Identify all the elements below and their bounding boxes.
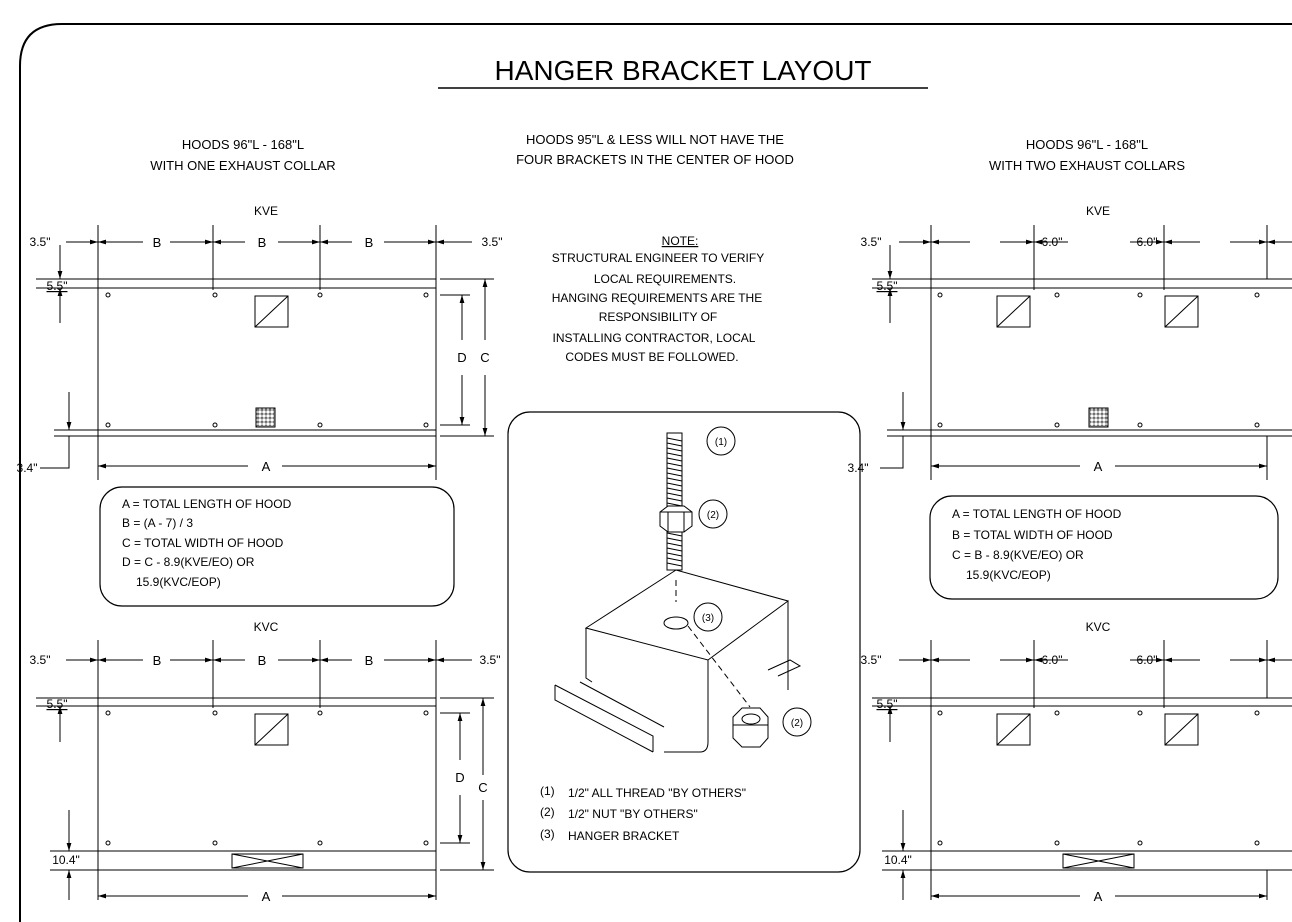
note-heading: NOTE:	[662, 234, 699, 248]
callout-2b: (2)	[791, 718, 803, 729]
right-legend-line-1: A = TOTAL LENGTH OF HOOD	[952, 507, 1122, 521]
left-kvc-dim-3-5-right: 3.5"	[480, 653, 501, 667]
note-line-6: CODES MUST BE FOLLOWED.	[565, 350, 738, 364]
right-kvc-dim-a: A	[1094, 889, 1103, 904]
left-legend-line-3: C = TOTAL WIDTH OF HOOD	[122, 536, 284, 550]
left-caption-line-2: WITH ONE EXHAUST COLLAR	[150, 158, 335, 173]
note-line-5: INSTALLING CONTRACTOR, LOCAL	[553, 331, 756, 345]
callout-3: (3)	[702, 613, 714, 624]
left-kvc-dim-a: A	[262, 889, 271, 904]
right-kvc-dim-5-5: 5.5"	[877, 697, 898, 711]
right-kve-dim-a: A	[1094, 459, 1103, 474]
left-kve-label: KVE	[254, 204, 278, 218]
right-kvc-dim-10-4: 10.4"	[884, 853, 912, 867]
left-kvc-dim-10-4: 10.4"	[52, 853, 80, 867]
parts-item-2-text: 1/2" NUT "BY OTHERS"	[568, 807, 698, 821]
left-kvc-dim-d: D	[455, 770, 464, 785]
note-line-2: LOCAL REQUIREMENTS.	[594, 272, 736, 286]
center-caption-line-1: HOODS 95"L & LESS WILL NOT HAVE THE	[526, 132, 784, 147]
left-kve-dim-b-2: B	[258, 235, 267, 250]
left-kve-dim-3-4: 3.4"	[17, 461, 38, 475]
left-kvc-label: KVC	[254, 620, 279, 634]
center-caption-line-2: FOUR BRACKETS IN THE CENTER OF HOOD	[516, 152, 794, 167]
left-kve-dim-b-3: B	[365, 235, 374, 250]
parts-item-3-num: (3)	[540, 827, 555, 841]
right-kvc-dim-3-5: 3.5"	[861, 653, 882, 667]
left-kve-dim-c: C	[480, 350, 489, 365]
right-kve-dim-3-4: 3.4"	[848, 461, 869, 475]
left-kve-dim-3-5-right: 3.5"	[482, 235, 503, 249]
left-legend-line-2: B = (A - 7) / 3	[122, 516, 193, 530]
left-kvc-dim-3-5-left: 3.5"	[30, 653, 51, 667]
page-title: HANGER BRACKET LAYOUT	[494, 55, 871, 86]
left-kve-dim-5-5: 5.5"	[47, 279, 68, 293]
left-kve-dim-a: A	[262, 459, 271, 474]
note-line-3: HANGING REQUIREMENTS ARE THE	[552, 291, 762, 305]
left-kvc-dim-c: C	[478, 780, 487, 795]
left-kvc-dim-b-1: B	[153, 653, 162, 668]
left-legend-line-1: A = TOTAL LENGTH OF HOOD	[122, 497, 292, 511]
parts-item-3-text: HANGER BRACKET	[568, 829, 680, 843]
right-kve-view	[872, 225, 1292, 480]
right-legend-line-3: C = B - 8.9(KVE/EO) OR	[952, 548, 1084, 562]
callout-1: (1)	[715, 437, 727, 448]
note-line-4: RESPONSIBILITY OF	[599, 310, 717, 324]
right-legend-line-2: B = TOTAL WIDTH OF HOOD	[952, 528, 1113, 542]
right-legend-line-4: 15.9(KVC/EOP)	[966, 568, 1051, 582]
right-kve-dim-6-0-a: 6.0"	[1042, 235, 1063, 249]
right-kvc-label: KVC	[1086, 620, 1111, 634]
left-kvc-dim-b-2: B	[258, 653, 267, 668]
right-kvc-dim-6-0-a: 6.0"	[1042, 653, 1063, 667]
right-kvc-dim-6-0-b: 6.0"	[1137, 653, 1158, 667]
note-line-1: STRUCTURAL ENGINEER TO VERIFY	[552, 251, 764, 265]
left-legend-box	[99, 486, 455, 607]
right-kve-dim-3-5: 3.5"	[861, 235, 882, 249]
sheet-border	[19, 23, 1292, 922]
left-legend-line-5: 15.9(KVC/EOP)	[136, 575, 221, 589]
left-kvc-view	[36, 640, 494, 900]
parts-item-2-num: (2)	[540, 805, 555, 819]
callout-2: (2)	[707, 510, 719, 521]
right-kve-dim-5-5: 5.5"	[877, 279, 898, 293]
right-kvc-view	[872, 640, 1292, 900]
left-kve-view	[36, 225, 494, 480]
left-kve-dim-3-5-left: 3.5"	[30, 235, 51, 249]
right-caption-line-2: WITH TWO EXHAUST COLLARS	[989, 158, 1185, 173]
right-kve-dim-6-0-b: 6.0"	[1137, 235, 1158, 249]
right-caption-line-1: HOODS 96"L - 168"L	[1026, 137, 1148, 152]
left-kve-dim-d: D	[457, 350, 466, 365]
parts-item-1-num: (1)	[540, 784, 555, 798]
parts-item-1-text: 1/2" ALL THREAD "BY OTHERS"	[568, 786, 746, 800]
bracket-detail-box	[507, 411, 861, 873]
right-kve-label: KVE	[1086, 204, 1110, 218]
left-caption-line-1: HOODS 96"L - 168"L	[182, 137, 304, 152]
left-kvc-dim-5-5: 5.5"	[47, 697, 68, 711]
left-kvc-dim-b-3: B	[365, 653, 374, 668]
right-legend-box	[929, 495, 1279, 600]
bracket-illustration	[554, 426, 812, 753]
left-kve-dim-b-1: B	[153, 235, 162, 250]
left-legend-line-4: D = C - 8.9(KVE/EO) OR	[122, 555, 255, 569]
